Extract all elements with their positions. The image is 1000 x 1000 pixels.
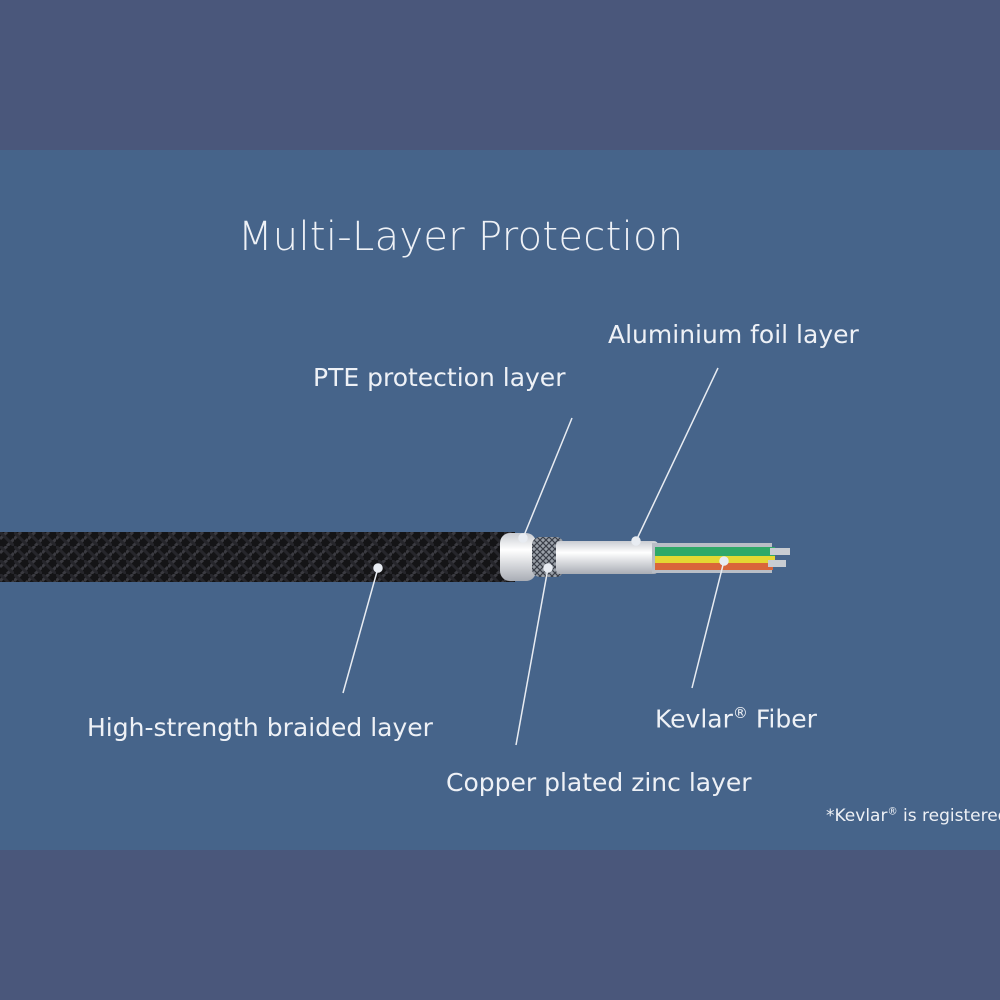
leader-lines [342, 367, 729, 746]
wire-red [655, 563, 773, 570]
page-title: Multi-Layer Protection [238, 214, 684, 260]
pte-sleeve [500, 533, 536, 581]
label-aluminium-foil: Aluminium foil layer [608, 320, 859, 349]
aluminium-foil [556, 541, 658, 574]
footnote-suffix: is registered [903, 806, 1000, 826]
footnote: *Kevlar® is registered [826, 806, 1000, 826]
label-kevlar-fiber: Kevlar® Fiber [655, 704, 817, 733]
label-copper-layer: Copper plated zinc layer [446, 768, 752, 797]
footnote-prefix: *Kevlar [826, 806, 888, 826]
diagram-panel [0, 150, 1000, 850]
braided-jacket [0, 532, 515, 582]
label-pte-layer: PTE protection layer [313, 363, 566, 392]
label-braided-layer: High-strength braided layer [87, 713, 433, 742]
registered-mark: ® [732, 704, 748, 722]
footnote-registered-mark: ® [887, 806, 898, 818]
wire-green [655, 547, 775, 556]
fiber-text: Fiber [755, 704, 817, 734]
wire-yellow [655, 556, 775, 563]
kevlar-text: Kevlar [655, 704, 733, 734]
